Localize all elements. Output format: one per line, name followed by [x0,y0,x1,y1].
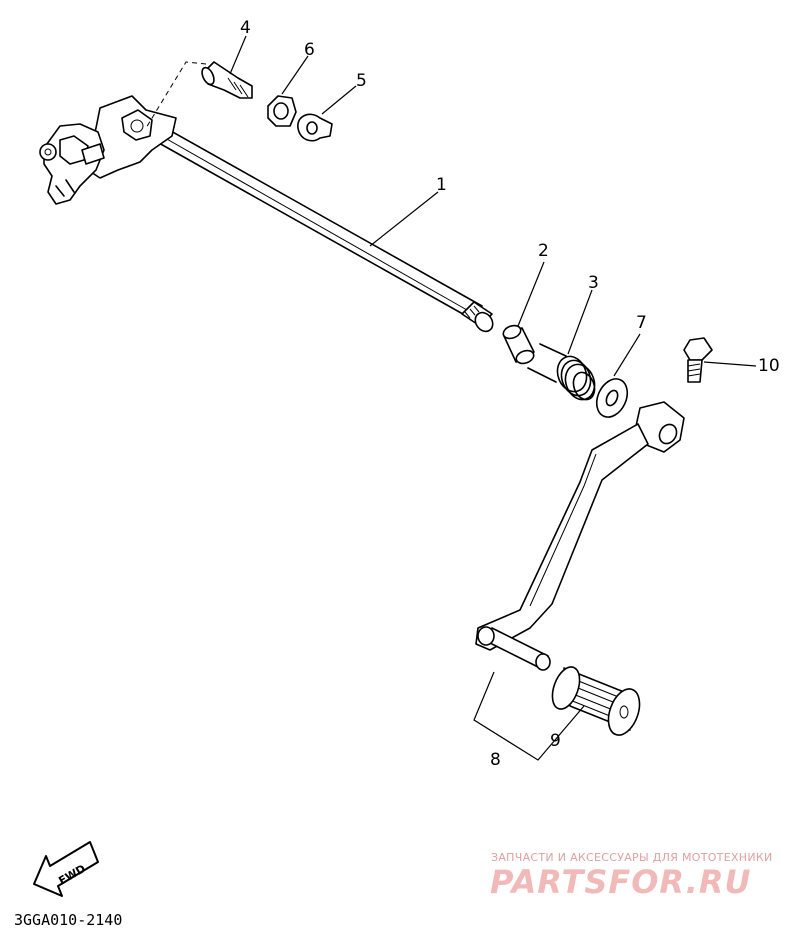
callout-1: 1 [436,175,447,195]
callout-4: 4 [240,18,251,38]
shift-pedal [475,401,685,671]
alignment-dash-line [145,61,207,129]
collar [502,261,545,365]
leader-part-8-9 [473,671,585,761]
callout-5: 5 [356,71,367,91]
pedal-rubber [551,666,641,736]
drawing-code: 3GGA010-2140 [14,911,123,929]
watermark-subtitle: ЗАПЧАСТИ И АКСЕССУАРЫ ДЛЯ МОТОТЕХНИКИ [491,851,773,864]
callout-6: 6 [304,40,315,60]
callout-3: 3 [588,273,599,293]
torsion-spring [527,289,596,401]
fwd-arrow-icon: FWD [33,841,99,897]
shift-arm-assembly [39,95,177,205]
lock-washer [297,85,357,142]
callout-8: 8 [490,750,501,770]
callout-10: 10 [758,356,780,376]
nut [267,55,309,127]
washer [595,333,641,418]
leader-part-1 [369,191,439,247]
callout-7: 7 [636,313,647,333]
shift-shaft [149,125,494,333]
watermark-brand: PARTSFOR.RU [490,863,752,901]
stopper-bolt [201,35,253,99]
clamp-bolt [683,337,757,383]
callout-2: 2 [538,241,549,261]
callout-9: 9 [550,731,561,751]
